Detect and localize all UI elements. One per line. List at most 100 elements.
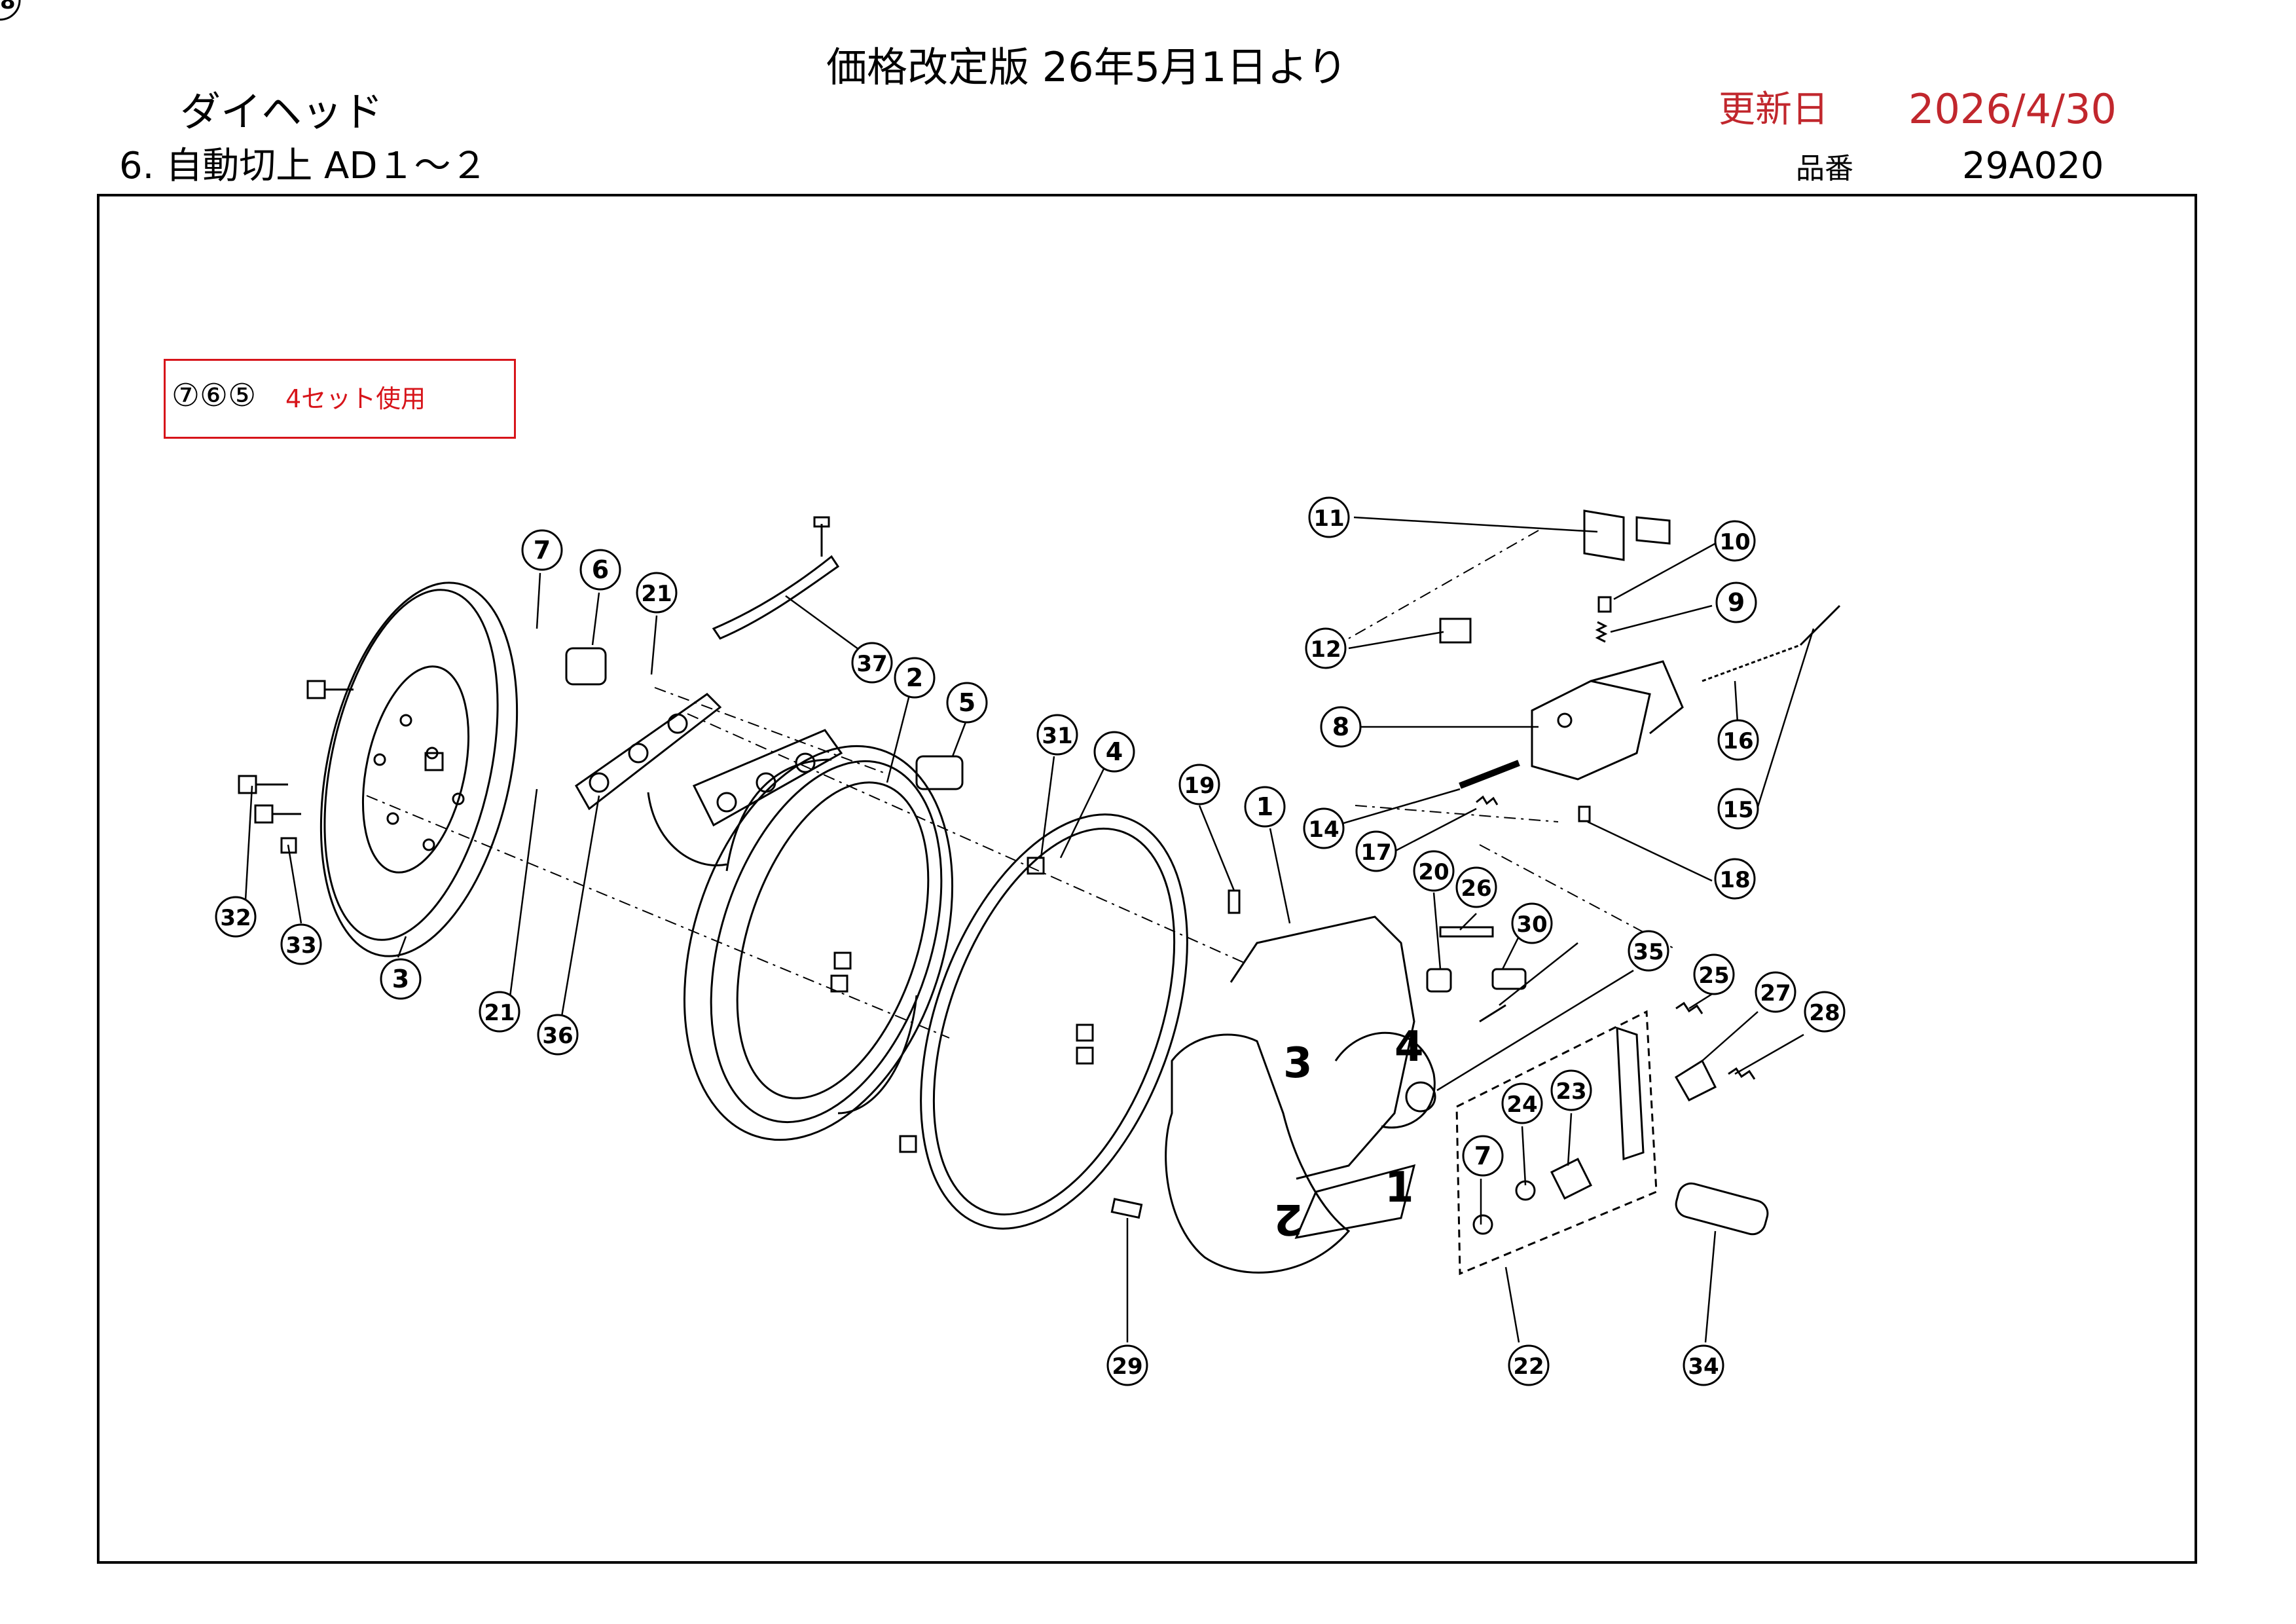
callout-15: 15	[1717, 788, 1759, 830]
callout-number: 14	[1308, 817, 1339, 843]
callout-circle	[1036, 714, 1078, 756]
callout-number: 36	[542, 1023, 573, 1049]
callout-10: 10	[1714, 520, 1756, 562]
segment-mark-3: 3	[1283, 1039, 1313, 1088]
callout-35: 35	[1628, 930, 1669, 972]
segment-marks: 3 4 2 1	[1273, 1023, 1423, 1243]
callout-circle	[1303, 807, 1345, 849]
callout-circle	[1355, 830, 1397, 872]
callout-number: 35	[1633, 939, 1664, 965]
segment-mark-4: 4	[1394, 1023, 1424, 1071]
callout-circle	[1717, 788, 1759, 830]
callout-16: 16	[1717, 719, 1759, 761]
callout-number: 38	[0, 0, 16, 14]
part-8-block	[1531, 660, 1684, 781]
callout-number: 18	[1719, 867, 1750, 893]
springs-9-16	[1595, 604, 1841, 682]
callout-circle	[537, 1014, 579, 1056]
callout-number: 21	[484, 1000, 515, 1026]
callout-number: 9	[1728, 588, 1745, 617]
parts-10-11-12	[1439, 509, 1671, 644]
callout-circle	[1308, 496, 1350, 538]
callout-circle	[1244, 786, 1286, 828]
callout-number: 32	[220, 905, 251, 931]
callout-group: 1234567789101112141516171819202121222324…	[0, 0, 1846, 1386]
callout-26: 26	[1455, 866, 1497, 908]
callout-number: 34	[1688, 1354, 1719, 1380]
callout-circle	[1804, 991, 1846, 1033]
callout-number: 6	[592, 555, 609, 584]
callout-22: 22	[1508, 1344, 1550, 1386]
callout-circle	[1178, 764, 1220, 805]
callout-36: 36	[537, 1014, 579, 1056]
callout-38: 38	[0, 0, 21, 21]
callout-circle	[894, 657, 936, 699]
assembly-axis-lines	[366, 530, 1677, 1039]
callout-24: 24	[1501, 1082, 1543, 1124]
callout-number: 16	[1722, 728, 1753, 754]
callout-31: 31	[1036, 714, 1078, 756]
note-circled-numbers: ⑦⑥⑤	[172, 377, 257, 414]
part-5-pin	[915, 755, 964, 790]
note-text: 4セット使用	[285, 384, 426, 413]
callout-circle	[280, 923, 322, 965]
callout-circle	[479, 991, 520, 1033]
callout-14: 14	[1303, 807, 1345, 849]
page-title: 価格改定版 26年5月1日より	[826, 43, 1348, 91]
callout-number: 5	[958, 688, 975, 717]
callout-25: 25	[1693, 953, 1735, 995]
part-2-main-ring	[683, 745, 954, 1141]
callout-19: 19	[1178, 764, 1220, 805]
diagram-frame	[97, 194, 2197, 1564]
callout-circle	[521, 529, 563, 571]
callout-number: 28	[1809, 1000, 1840, 1026]
callout-11: 11	[1308, 496, 1350, 538]
callout-number: 20	[1418, 859, 1449, 885]
callout-circle	[1714, 520, 1756, 562]
callout-8: 8	[1320, 706, 1362, 748]
callout-number: 31	[1042, 723, 1072, 749]
update-date-value: 2026/4/30	[1908, 85, 2117, 133]
callout-number: 21	[641, 581, 672, 607]
callout-4: 4	[1093, 731, 1135, 773]
callout-number: 3	[392, 965, 409, 993]
callout-12: 12	[1305, 627, 1347, 669]
callout-circle	[1508, 1344, 1550, 1386]
callout-number: 25	[1698, 963, 1729, 989]
callout-number: 15	[1722, 797, 1753, 823]
lever-plate	[647, 729, 843, 866]
callout-17: 17	[1355, 830, 1397, 872]
callout-37: 37	[851, 642, 893, 684]
callout-number: 22	[1513, 1354, 1544, 1380]
callout-number: 23	[1556, 1079, 1586, 1105]
callout-circle	[1093, 731, 1135, 773]
part-number-label: 品番	[1796, 152, 1853, 185]
part-37-link	[575, 693, 722, 811]
callout-circle	[1501, 1082, 1543, 1124]
callout-number: 1	[1256, 792, 1273, 821]
callout-circle	[579, 549, 621, 591]
callout-circle	[1320, 706, 1362, 748]
callout-number: 33	[285, 932, 316, 959]
note-box	[164, 359, 516, 439]
callout-number: 27	[1760, 980, 1791, 1006]
callout-number: 17	[1360, 840, 1391, 866]
category-label: ダイヘッド	[180, 88, 384, 136]
callout-number: 26	[1461, 876, 1491, 902]
callout-number: 12	[1310, 637, 1341, 663]
callout-circle	[1455, 866, 1497, 908]
part-6-roller	[565, 647, 607, 686]
part-38-spring-plate	[712, 516, 840, 640]
callout-circle	[1106, 1344, 1148, 1386]
callout-number: 29	[1112, 1354, 1142, 1380]
callout-number: 19	[1184, 773, 1214, 799]
callout-number: 8	[1332, 712, 1349, 741]
callout-32: 32	[215, 896, 257, 938]
part-number-value: 29A020	[1962, 145, 2104, 187]
parts-drawing	[238, 509, 1841, 1276]
callout-circle	[636, 572, 678, 614]
part-19-spring	[1228, 889, 1241, 914]
callout-circle	[1715, 581, 1757, 623]
callout-number: 30	[1516, 912, 1547, 938]
